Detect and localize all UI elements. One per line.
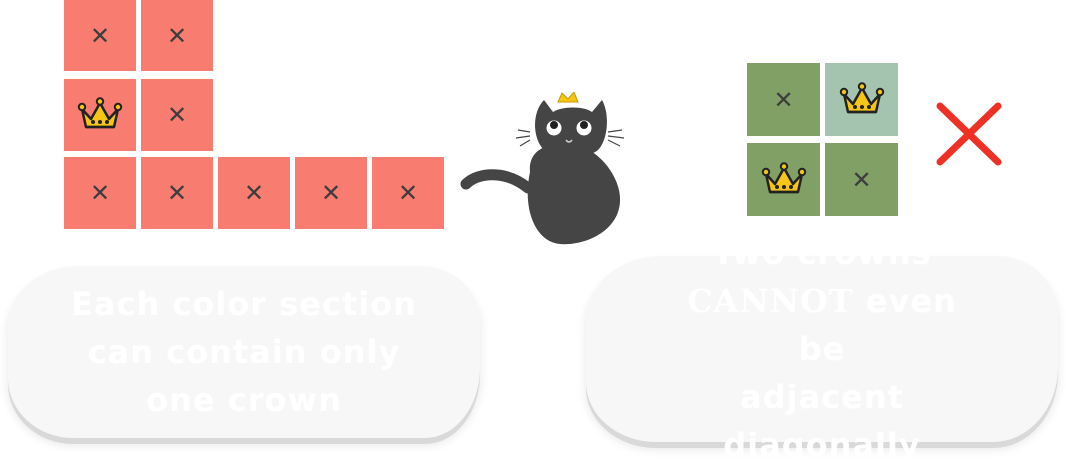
board-cell[interactable]: ✕ (141, 0, 213, 71)
rule-bubble-region: Each color section can contain only one … (8, 266, 480, 438)
cross-mark-icon: ✕ (773, 85, 794, 114)
cross-mark-icon: ✕ (166, 21, 188, 50)
cross-mark-icon: ✕ (166, 101, 188, 129)
rule-emphasis: CANNOT (687, 282, 854, 320)
rule-text-region: Each color section can contain only one … (64, 280, 424, 424)
cat-icon (460, 92, 625, 245)
cross-mark-icon: ✕ (397, 179, 419, 207)
rule-line: Two crowns (712, 234, 932, 272)
rule-line: adjacent (740, 378, 904, 416)
crown-icon (839, 81, 885, 118)
rule-line: diagonally (723, 426, 921, 464)
cross-mark-icon: ✕ (851, 165, 872, 194)
rule-line: Each color section (71, 285, 417, 323)
rule-line: one crown (146, 381, 342, 419)
crown-icon (761, 161, 807, 198)
board-cell[interactable]: ✕ (825, 143, 898, 216)
board-cell[interactable]: ✕ (141, 79, 213, 151)
cross-mark-icon: ✕ (89, 21, 111, 50)
rule-line: can contain only (87, 333, 401, 371)
board-cell[interactable] (64, 79, 136, 151)
cross-mark-icon: ✕ (243, 179, 265, 207)
board-cell[interactable]: ✕ (372, 157, 444, 229)
board-cell[interactable]: ✕ (64, 157, 136, 229)
cross-mark-icon: ✕ (166, 179, 188, 207)
board-cell[interactable] (747, 143, 820, 216)
board-cell[interactable]: ✕ (218, 157, 290, 229)
rule-bubble-adjacency: Two crowns CANNOT even be adjacent diago… (586, 234, 1058, 464)
crown-icon (77, 97, 123, 133)
board-cell[interactable]: ✕ (141, 157, 213, 229)
cross-mark-icon: ✕ (320, 179, 342, 207)
board-cell[interactable]: ✕ (295, 157, 367, 229)
board-cell[interactable]: ✕ (64, 0, 136, 71)
rule-text-adjacency: Two crowns CANNOT even be adjacent diago… (662, 229, 982, 469)
invalid-x-icon (936, 102, 1002, 166)
rule-line: even be (798, 282, 957, 368)
cross-mark-icon: ✕ (89, 179, 111, 207)
board-cell[interactable]: ✕ (747, 63, 820, 136)
board-cell[interactable] (825, 63, 898, 136)
